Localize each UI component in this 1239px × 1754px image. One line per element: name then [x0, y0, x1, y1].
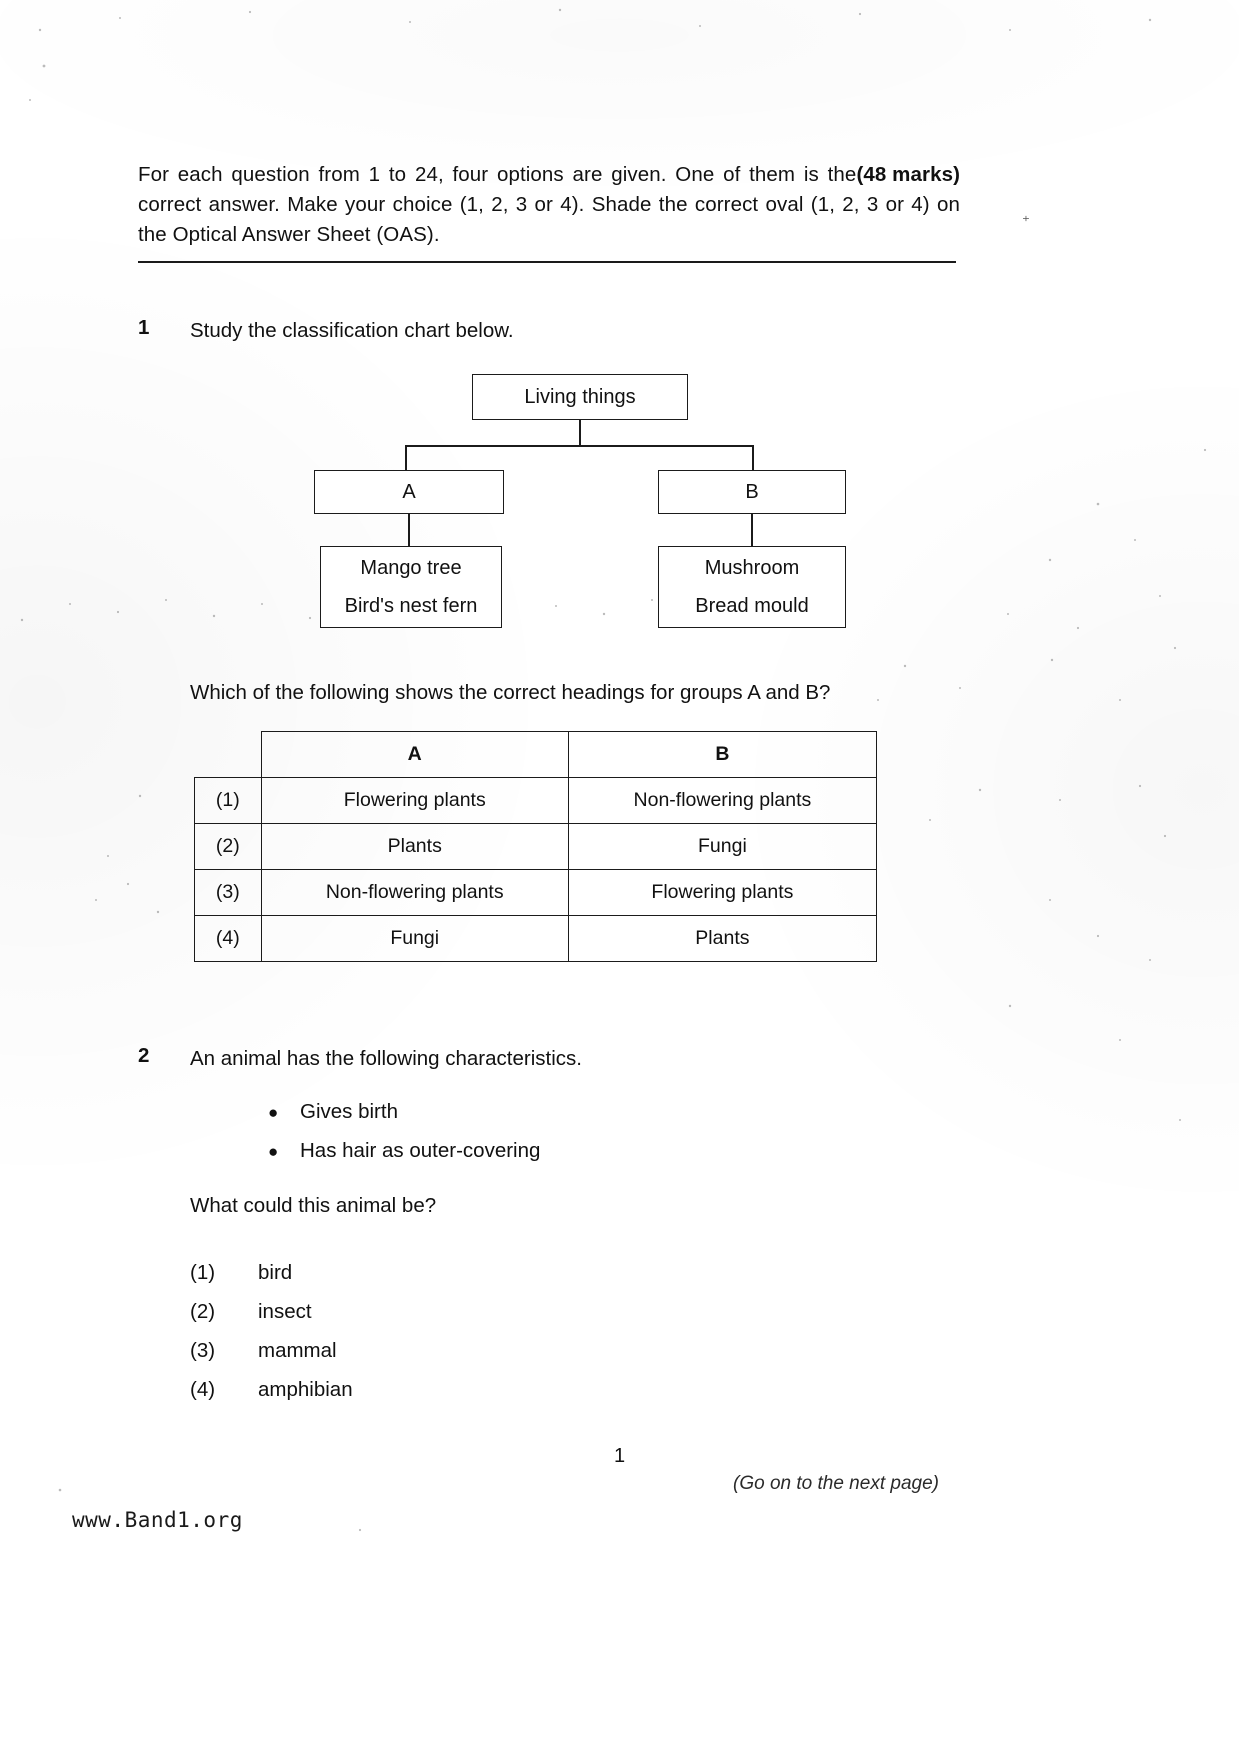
site-watermark: www.Band1.org [72, 1508, 243, 1532]
header-divider-rule [138, 261, 956, 263]
option-row[interactable]: (4) amphibian [190, 1370, 353, 1409]
option-label: (3) [190, 1339, 216, 1362]
chart-node-leaf-b: Mushroom Bread mould [658, 546, 846, 628]
table-row[interactable]: (2) Plants Fungi [194, 823, 878, 870]
chart-node-group-a-label: A [402, 481, 416, 503]
table-row-label: (4) [194, 915, 262, 962]
list-item: ● Gives birth [268, 1093, 540, 1132]
table-row[interactable]: (1) Flowering plants Non-flowering plant… [194, 777, 878, 824]
option-text: amphibian [258, 1378, 353, 1401]
connector-right-drop [752, 445, 754, 471]
classification-chart: Living things A B Mango tree Bird's nest… [310, 370, 850, 635]
table-cell-a: Plants [260, 823, 569, 870]
chart-leaf-b-line1: Mushroom [704, 557, 800, 579]
question-2-characteristics-list: ● Gives birth ● Has hair as outer-coveri… [268, 1093, 540, 1171]
connector-root-down [579, 420, 581, 446]
question-1-options-table: A B (1) Flowering plants Non-flowering p… [194, 731, 878, 962]
chart-leaf-b-line2: Bread mould [695, 595, 809, 617]
option-label: (1) [190, 1261, 216, 1284]
question-1-stem: Study the classification chart below. [190, 319, 514, 342]
table-row[interactable]: (4) Fungi Plants [194, 915, 878, 962]
table-header-row: A B [194, 731, 878, 778]
table-row-label: (2) [194, 823, 262, 870]
connector-left-drop [405, 445, 407, 471]
table-row-label: (3) [194, 869, 262, 916]
list-item-label: Gives birth [300, 1100, 398, 1123]
question-1-number: 1 [138, 316, 150, 339]
chart-node-root-label: Living things [524, 386, 636, 408]
scan-artifact-mark: ⁺ [1022, 213, 1030, 230]
question-1-followup: Which of the following shows the correct… [190, 681, 831, 704]
option-text: mammal [258, 1339, 337, 1362]
chart-node-group-b: B [658, 470, 846, 514]
chart-node-root: Living things [472, 374, 688, 420]
instructions-text: For each question from 1 to 24, four opt… [138, 163, 960, 246]
instructions-block: (48 marks) For each question from 1 to 2… [138, 160, 960, 250]
option-row[interactable]: (2) insect [190, 1292, 353, 1331]
question-2-number: 2 [138, 1044, 150, 1067]
connector-b-to-leaf [751, 514, 753, 547]
bullet-icon: ● [268, 1142, 279, 1161]
chart-node-group-b-label: B [745, 481, 759, 503]
option-row[interactable]: (1) bird [190, 1253, 353, 1292]
table-header-blank [194, 731, 262, 778]
marks-label: (48 marks) [856, 163, 960, 186]
table-header-a: A [260, 731, 569, 778]
go-on-next-page-note: (Go on to the next page) [733, 1473, 939, 1494]
table-cell-b: Flowering plants [567, 869, 878, 916]
option-text: bird [258, 1261, 293, 1284]
bullet-icon: ● [268, 1103, 279, 1122]
page-number: 1 [613, 1445, 626, 1467]
option-label: (2) [190, 1300, 216, 1323]
list-item-label: Has hair as outer-covering [300, 1139, 541, 1162]
chart-leaf-a-line1: Mango tree [360, 557, 462, 579]
table-row-label: (1) [194, 777, 262, 824]
question-2-followup: What could this animal be? [190, 1194, 437, 1217]
table-cell-a: Flowering plants [260, 777, 569, 824]
list-item: ● Has hair as outer-covering [268, 1132, 540, 1171]
option-row[interactable]: (3) mammal [190, 1331, 353, 1370]
table-cell-b: Non-flowering plants [567, 777, 878, 824]
question-2-stem: An animal has the following characterist… [190, 1047, 582, 1070]
table-row[interactable]: (3) Non-flowering plants Flowering plant… [194, 869, 878, 916]
connector-horizontal-bus [405, 445, 754, 447]
chart-node-group-a: A [314, 470, 504, 514]
chart-leaf-a-line2: Bird's nest fern [344, 595, 478, 617]
table-cell-a: Non-flowering plants [260, 869, 569, 916]
table-cell-b: Plants [567, 915, 878, 962]
chart-node-leaf-a: Mango tree Bird's nest fern [320, 546, 502, 628]
table-cell-b: Fungi [567, 823, 878, 870]
connector-a-to-leaf [408, 514, 410, 547]
option-label: (4) [190, 1378, 216, 1401]
table-cell-a: Fungi [260, 915, 569, 962]
table-header-b: B [567, 731, 878, 778]
option-text: insect [258, 1300, 312, 1323]
question-2-options-list: (1) bird (2) insect (3) mammal (4) amphi… [190, 1253, 353, 1409]
